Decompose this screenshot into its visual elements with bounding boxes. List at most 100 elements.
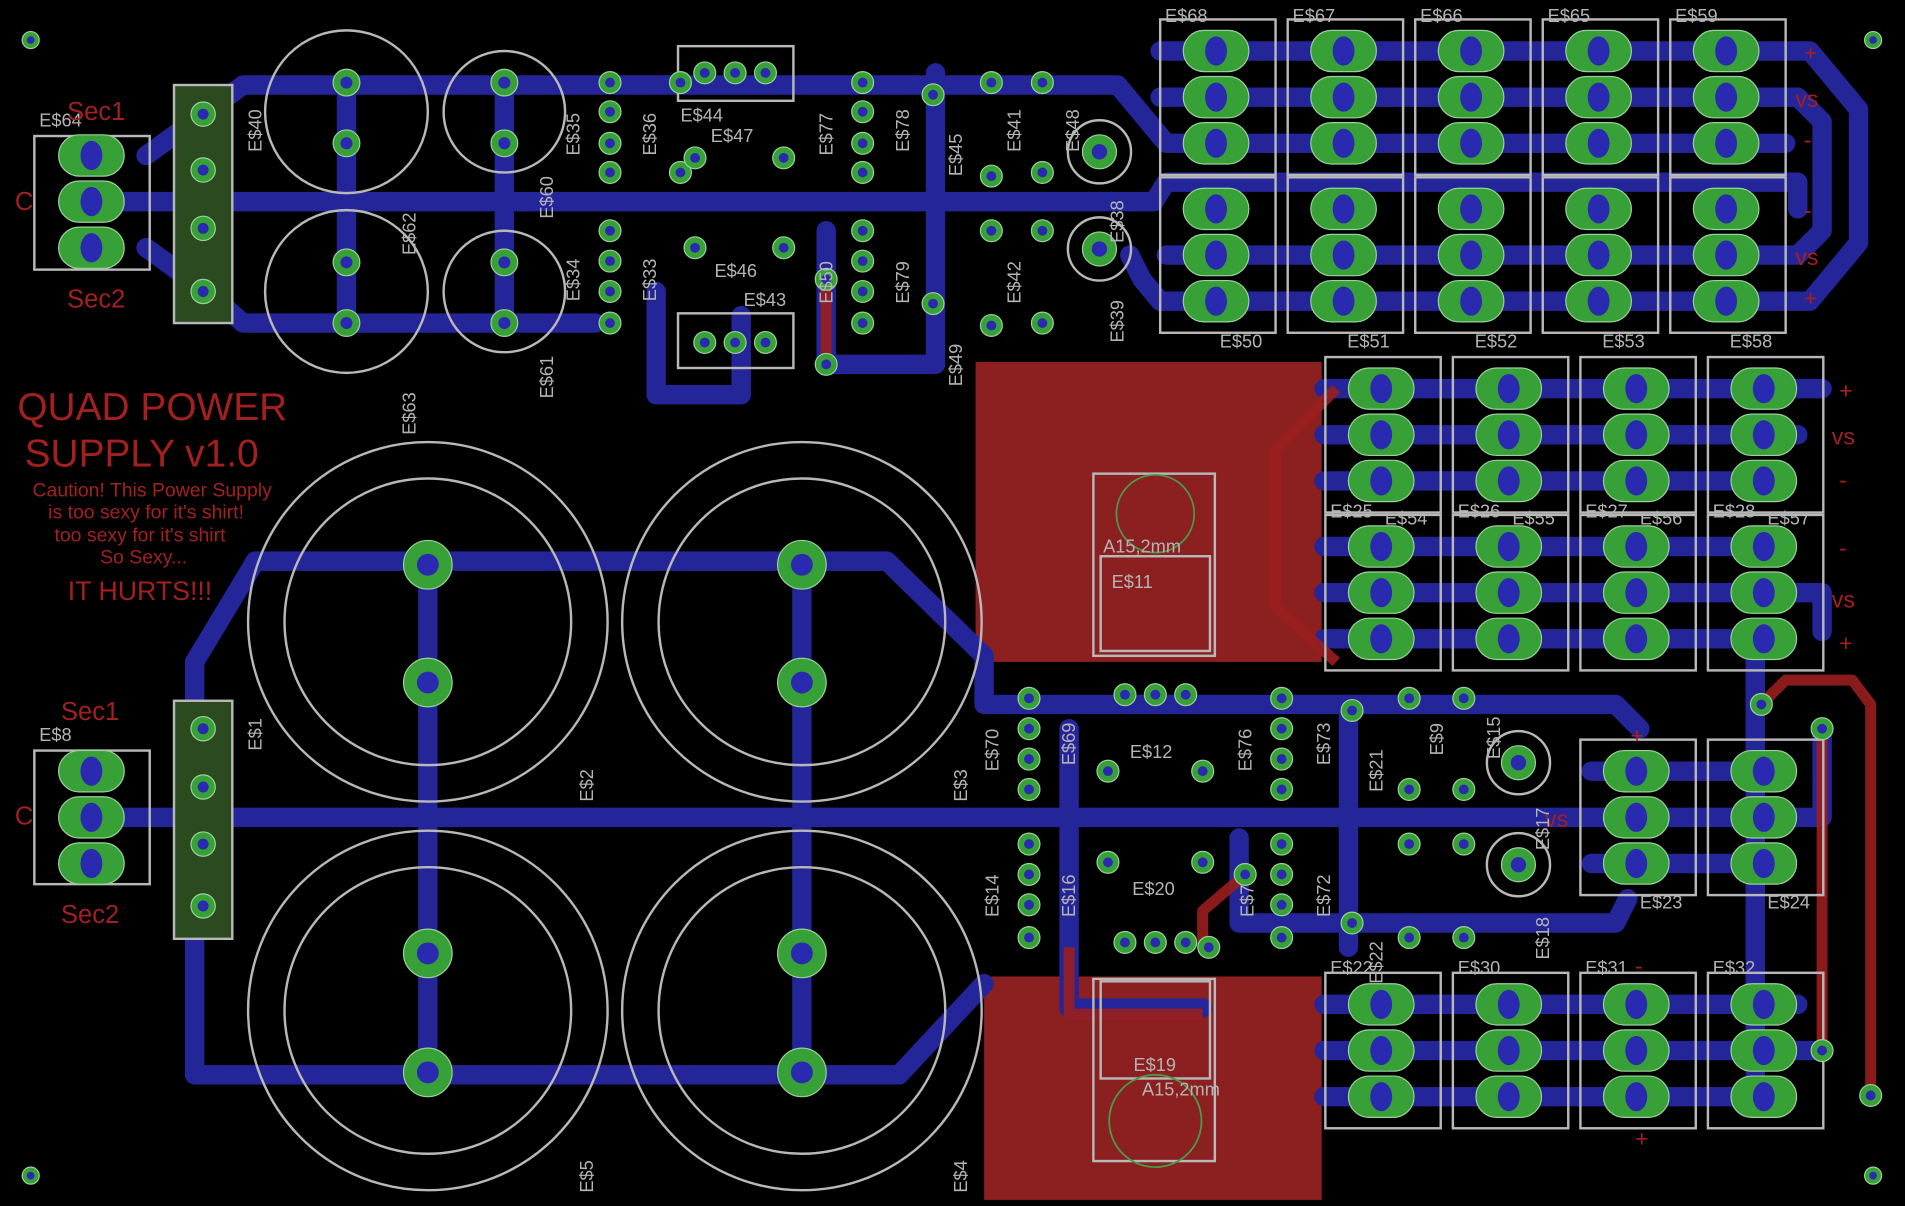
terminal-label: E$66 [1420,6,1463,26]
terminal-outline [1451,971,1570,1130]
drill-hole [1865,1090,1876,1101]
drill-hole [1404,839,1415,849]
drill-hole [1460,36,1483,66]
capacitor-label: E$60 [537,176,557,219]
terminal-outline [1579,355,1697,514]
part-label: E$78 [893,109,913,152]
drill-hole [1024,754,1034,764]
drill-hole [80,848,103,879]
drill-hole [1332,286,1355,316]
caution-line: is too sexy for it's shirt! [48,502,244,524]
terminal-outline [1451,355,1570,514]
drill-hole [690,242,700,253]
part-label: E$47 [711,126,754,146]
drill-hole [197,781,209,793]
drill-hole [1370,989,1393,1019]
drill-hole [1205,194,1227,224]
terminal-outline [1324,513,1442,672]
drill-hole [80,802,103,832]
drill-hole [857,138,868,149]
drill-hole [1752,624,1775,654]
drill-hole [760,337,771,348]
drill-hole [26,1171,35,1180]
drill-hole [1752,802,1775,832]
polarity-plus-label: + [1630,722,1643,748]
drill-hole [1370,420,1393,450]
drill-hole [857,286,868,297]
terminal-label: E$30 [1458,958,1501,978]
terminal-outline [1324,971,1442,1130]
drill-hole [340,76,353,89]
drill-hole [1205,128,1227,158]
sec1-label: Sec1 [61,698,119,726]
terminal-outline [1579,513,1697,672]
terminal-outline [1579,738,1697,897]
part-label: E$39 [1108,300,1128,343]
drill-hole [1240,869,1251,880]
drill-hole [1205,286,1227,316]
drill-hole [416,1061,439,1084]
drill-hole [1103,857,1113,868]
drill-hole [80,187,103,217]
drill-hole [1625,466,1648,496]
drill-hole [986,225,997,236]
drill-hole [1460,194,1483,224]
drill-hole [1817,723,1828,734]
drill-hole [80,756,103,786]
drill-hole [760,67,771,78]
drill-hole [1205,240,1227,270]
terminal-outline [1706,738,1825,897]
terminal-label: E$28 [1713,501,1756,521]
part-label: E$45 [946,134,966,177]
drill-hole [1370,624,1393,654]
drill-hole [1497,531,1520,562]
drill-hole [1276,899,1287,910]
drill-hole [1458,839,1469,849]
polarity-plus-label: + [1635,1125,1648,1151]
terminal-outline [1541,18,1660,177]
drill-hole [1180,937,1191,948]
drill-hole [1458,693,1469,704]
drill-hole [1370,578,1393,608]
drill-hole [1625,802,1648,832]
terminal-label: E$27 [1585,501,1628,521]
drill-hole [699,337,710,348]
led-outline [1066,119,1133,185]
drill-hole [197,900,209,912]
drill-hole [1817,1045,1828,1056]
drill-hole [790,1061,813,1084]
drill-hole [1587,286,1610,316]
part-label: E$22 [1366,941,1386,984]
drill-hole [730,67,741,78]
heatsink-label: A15,2mm [1103,537,1181,557]
drill-hole [1752,374,1775,404]
drill-hole [197,108,209,120]
drill-hole [1625,531,1648,562]
drill-hole [1120,937,1130,948]
drill-hole [1332,194,1355,224]
part-label: E$70 [983,729,1003,772]
drill-hole [498,137,511,150]
polarity-vs-label: vs [1832,586,1855,612]
polarity-vs-label: vs [1795,86,1818,112]
drill-hole [1458,932,1469,943]
drill-hole [857,77,868,88]
terminal-label: E$22 [1330,958,1373,978]
drill-hole [605,77,615,88]
terminal-label: E$50 [1220,331,1263,351]
drill-hole [1625,420,1648,450]
terminal-label: E$53 [1602,331,1645,351]
drill-hole [80,233,103,263]
drill-hole [986,320,997,331]
terminal-outline [1414,18,1532,177]
part-label: E$72 [1314,874,1334,917]
drill-hole [1347,705,1357,716]
drill-hole [197,838,209,850]
drill-hole [1404,784,1415,795]
drill-hole [416,553,439,576]
drill-hole [1458,784,1469,795]
drill-hole [1587,194,1610,224]
part-label: E$18 [1533,917,1553,960]
drill-hole [1625,989,1648,1019]
